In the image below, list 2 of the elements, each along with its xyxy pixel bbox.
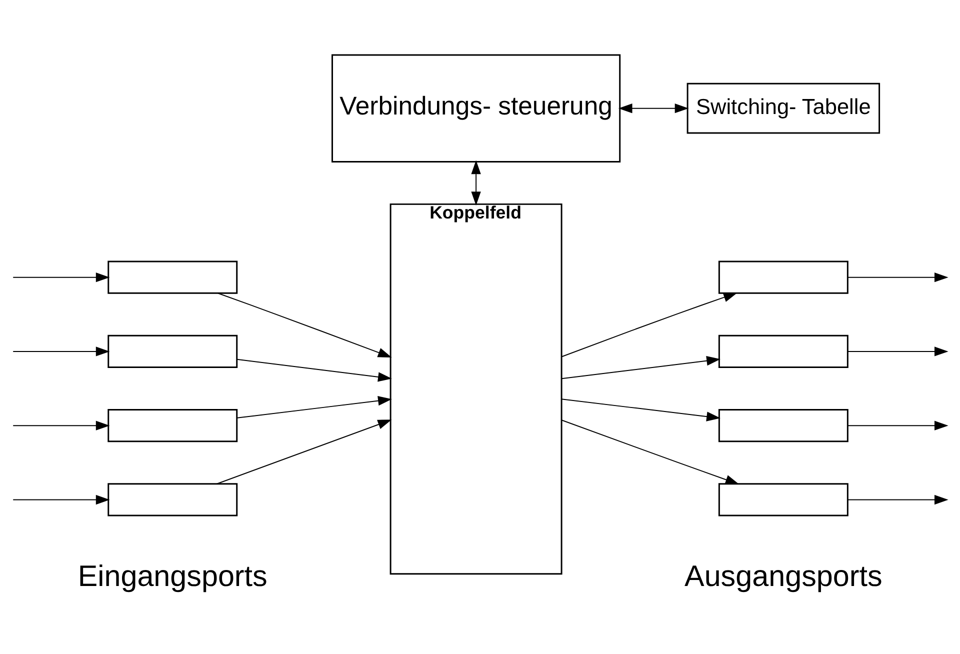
label: Ausgangsports [684, 560, 882, 594]
label: Eingangsports [78, 560, 268, 594]
